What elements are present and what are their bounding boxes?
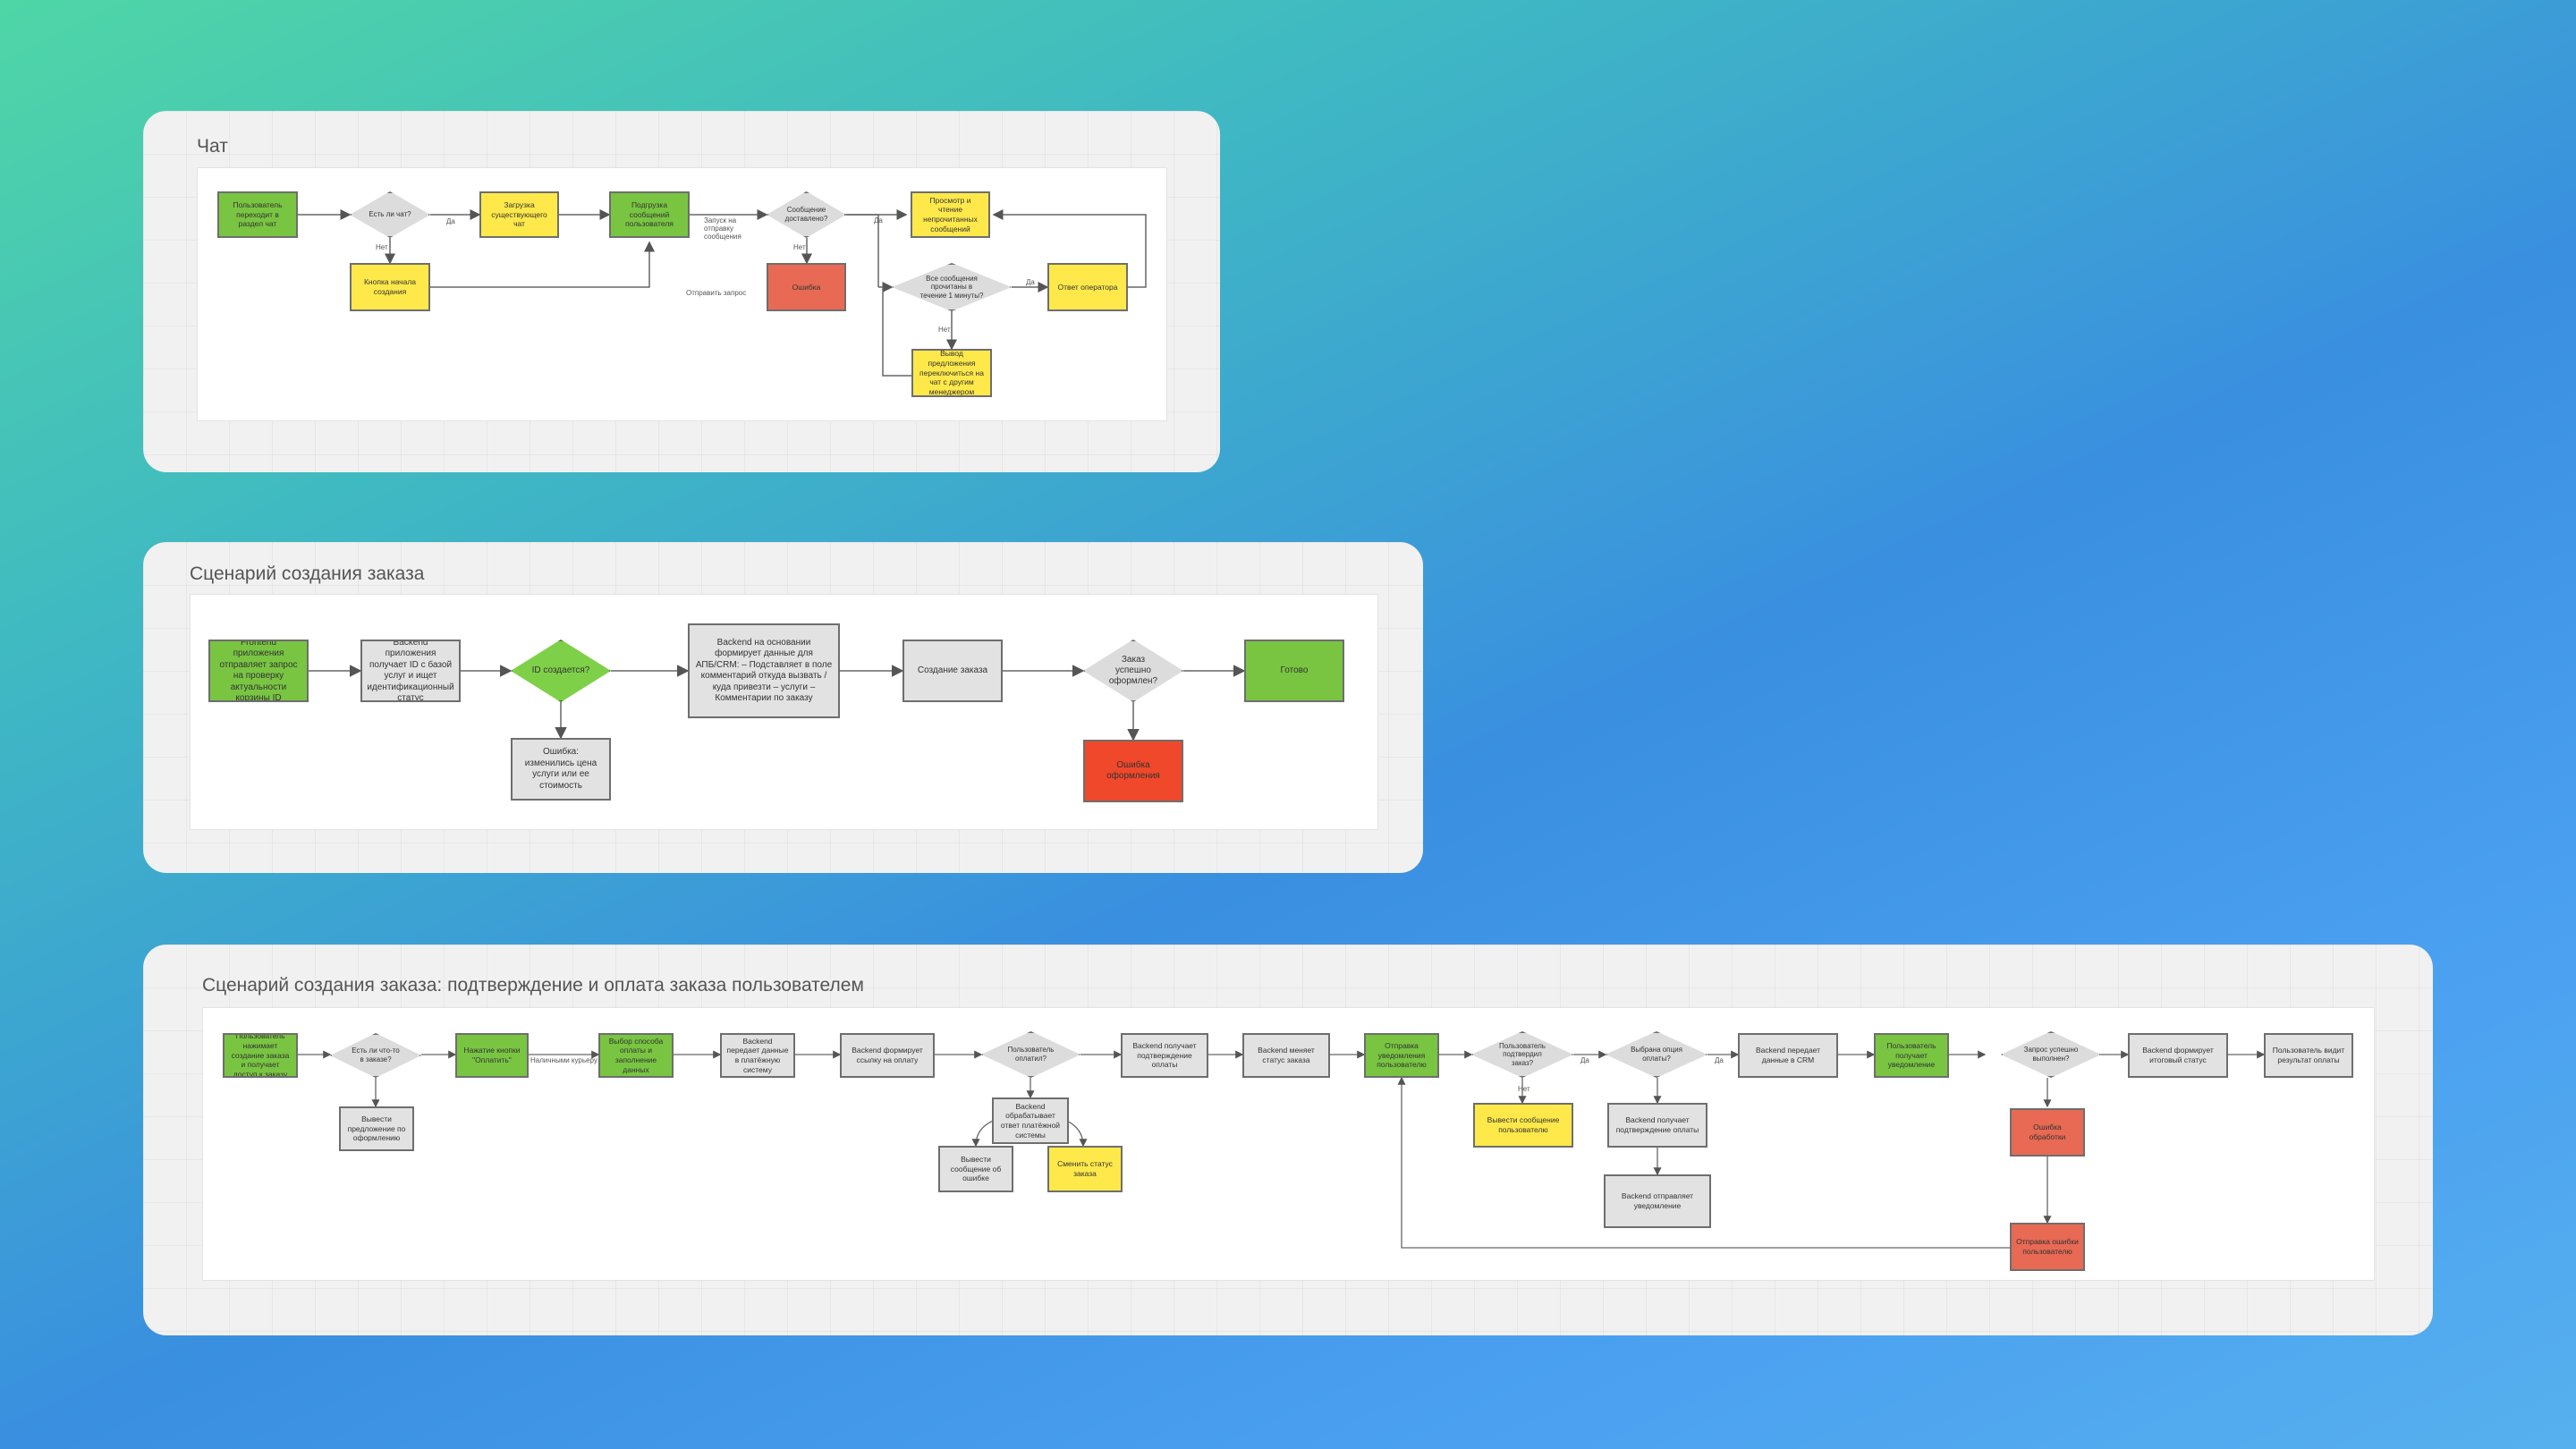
order-backend-form-node[interactable]: Backend на основании формирует данные дл… — [688, 623, 840, 718]
pay-user-notified-node[interactable]: Пользователь получает уведомление — [1874, 1033, 1949, 1078]
pay-link-node[interactable]: Backend формирует ссылку на оплату — [840, 1033, 935, 1078]
chat-no-label-3: Нет — [938, 326, 951, 334]
order-card[interactable]: Сценарий создания заказа Frontend прилож… — [143, 542, 1423, 873]
pay-paid-decision[interactable]: Пользователь оплатил? — [981, 1031, 1080, 1078]
chat-no-label-2: Нет — [793, 243, 806, 251]
pay-request-success-text: Запрос успешно выполнен? — [2023, 1046, 2079, 1063]
chat-yes-label-2: Да — [874, 216, 883, 225]
pay-offer-node[interactable]: Вывести предложение по оформлению — [339, 1106, 414, 1151]
pay-processing-error-node[interactable]: Ошибка обработки — [2010, 1108, 2085, 1157]
order-frontend-request-node[interactable]: Frontend приложения отправляет запрос на… — [208, 640, 309, 702]
pay-process-response-node[interactable]: Backend обрабатывает ответ платёжной сис… — [992, 1097, 1069, 1144]
chat-connectors — [298, 209, 1147, 377]
chat-operator-node[interactable]: Ответ оператора — [1047, 263, 1128, 311]
chat-send-label: Запуск на отправку сообщения — [704, 216, 741, 241]
chat-yes-label-1: Да — [446, 217, 455, 225]
order-card-title: Сценарий создания заказа — [190, 564, 425, 584]
chat-messages-node[interactable]: Подгрузка сообщений пользователя — [609, 191, 690, 238]
pay-method-node[interactable]: Выбор способа оплаты и заполнение данных — [598, 1033, 674, 1078]
pay-start-node[interactable]: Пользователь нажимает создание заказа и … — [223, 1033, 298, 1078]
chat-has-chat-text: Есть ли чат? — [369, 210, 411, 219]
pay-request-success-decision[interactable]: Запрос успешно выполнен? — [2001, 1031, 2101, 1078]
chat-load-node[interactable]: Загрузка существующего чат — [479, 191, 559, 238]
order-backend-check-node[interactable]: Backend приложения получает ID с базой у… — [360, 640, 461, 702]
pay-user-confirm-text: Пользователь подтвердил заказ? — [1499, 1041, 1546, 1067]
chat-delivered-text: Сообщение доставлено? — [784, 206, 828, 223]
pay-status-node[interactable]: Backend меняет статус заказа — [1242, 1033, 1330, 1078]
chat-error-node[interactable]: Ошибка — [767, 263, 846, 311]
chat-card[interactable]: Чат Пользователь переходит в раздел — [143, 111, 1220, 472]
pay-cash-label: Наличными курьеру — [530, 1056, 597, 1064]
pay-option-decision[interactable]: Выбрана опция оплаты? — [1606, 1031, 1707, 1078]
chat-yes-label-3: Да — [1026, 278, 1035, 286]
chat-card-title: Чат — [197, 136, 228, 157]
pay-change-status-node[interactable]: Сменить статус заказа — [1047, 1146, 1123, 1192]
payment-card-title: Сценарий создания заказа: подтверждение … — [202, 975, 864, 996]
order-error-node[interactable]: Ошибка оформления — [1083, 740, 1183, 802]
chat-diagram-canvas[interactable]: Пользователь переходит в раздел чат Есть… — [197, 167, 1167, 421]
pay-has-items-text: Есть ли что-то в заказе? — [352, 1046, 400, 1063]
order-success-decision[interactable]: Заказ успешно оформлен? — [1083, 640, 1183, 702]
pay-user-message-node[interactable]: Вывести сообщение пользователю — [1473, 1103, 1573, 1148]
pay-user-confirm-decision[interactable]: Пользователь подтвердил заказ? — [1471, 1031, 1573, 1078]
pay-option-text: Выбрана опция оплаты? — [1631, 1046, 1682, 1063]
chat-delivered-decision[interactable]: Сообщение доставлено? — [767, 191, 846, 238]
pay-final-status-node[interactable]: Backend формирует итоговый статус — [2128, 1033, 2228, 1078]
pay-backend-notify-node[interactable]: Backend отправляет уведомление — [1604, 1174, 1711, 1228]
pay-button-node[interactable]: Нажатие кнопки "Оплатить" — [455, 1033, 529, 1078]
order-done-node[interactable]: Готово — [1244, 640, 1344, 702]
pay-backend-psp-node[interactable]: Backend передает данные в платёжную сист… — [720, 1033, 795, 1078]
pay-paid-text: Пользователь оплатил? — [1007, 1046, 1055, 1063]
pay-error-message-node[interactable]: Вывести сообщение об ошибке — [938, 1146, 1013, 1192]
pay-confirm-2-node[interactable]: Backend получает подтверждение оплаты — [1607, 1103, 1707, 1148]
pay-crm-node[interactable]: Backend передает данные в CRM — [1738, 1033, 1838, 1078]
order-create-node[interactable]: Создание заказа — [902, 640, 1003, 702]
pay-confirm-node[interactable]: Backend получает подтверждение оплаты — [1121, 1033, 1208, 1078]
order-id-decision-text: ID создается? — [531, 665, 590, 675]
order-id-decision[interactable]: ID создается? — [511, 640, 611, 702]
pay-send-error-node[interactable]: Отправка ошибки пользователю — [2010, 1223, 2085, 1271]
order-diagram-canvas[interactable]: Frontend приложения отправляет запрос на… — [190, 594, 1378, 830]
chat-read-minute-decision[interactable]: Все сообщения прочитаны в течение 1 мину… — [892, 263, 1012, 311]
pay-result-node[interactable]: Пользователь видит результат оплаты — [2264, 1033, 2353, 1078]
pay-yes-label-2: Да — [1715, 1056, 1724, 1064]
order-success-decision-text: Заказ успешно оформлен? — [1108, 655, 1158, 686]
order-connectors — [307, 665, 1246, 741]
chat-no-label-1: Нет — [376, 243, 388, 251]
payment-connectors — [298, 1050, 2266, 1249]
chat-start-node[interactable]: Пользователь переходит в раздел чат — [217, 191, 298, 238]
chat-read-minute-text: Все сообщения прочитаны в течение 1 мину… — [919, 274, 984, 300]
pay-yes-label-1: Да — [1580, 1056, 1589, 1064]
order-price-error-node[interactable]: Ошибка: изменились цена услуги или ее ст… — [511, 738, 611, 801]
payment-card[interactable]: Сценарий создания заказа: подтверждение … — [143, 945, 2433, 1335]
chat-send-request-label: Отправить запрос — [686, 289, 747, 297]
chat-switch-manager-node[interactable]: Вывод предложения переключиться на чат с… — [911, 349, 992, 397]
chat-read-node[interactable]: Просмотр и чтение непрочитанных сообщени… — [911, 191, 990, 238]
pay-has-items-decision[interactable]: Есть ли что-то в заказе? — [330, 1033, 421, 1078]
pay-notify-node[interactable]: Отправка уведомления пользователю — [1364, 1033, 1439, 1078]
pay-no-label: Нет — [1518, 1085, 1530, 1093]
payment-diagram-canvas[interactable]: Пользователь нажимает создание заказа и … — [202, 1007, 2375, 1281]
chat-has-chat-decision[interactable]: Есть ли чат? — [350, 191, 430, 238]
chat-create-button-node[interactable]: Кнопка начала создания — [350, 263, 430, 311]
